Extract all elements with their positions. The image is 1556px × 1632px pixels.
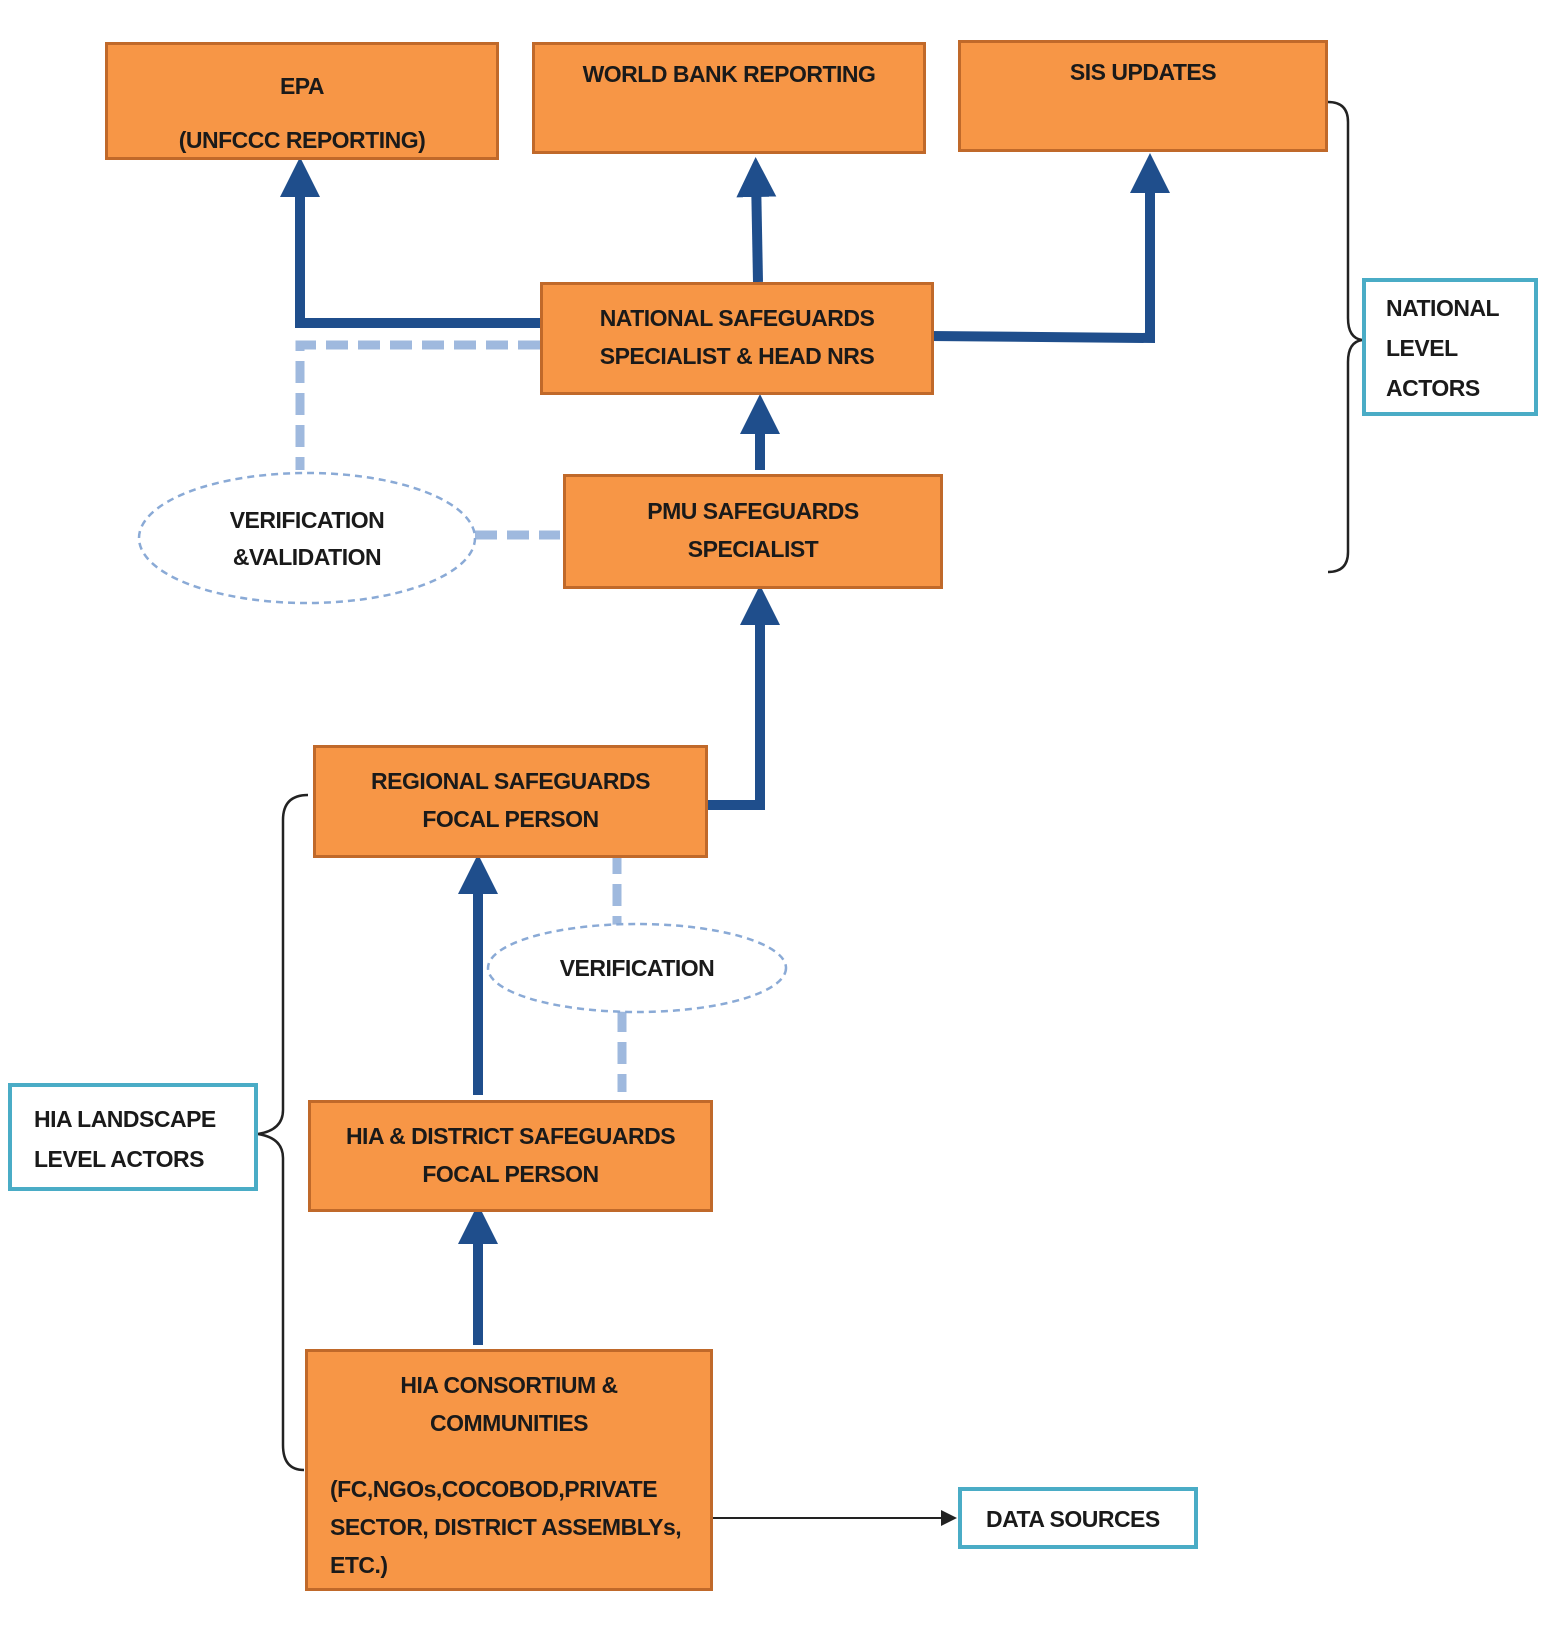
national-level-line-3: ACTORS [1386,375,1480,401]
consortium-members-line-3: ETC.) [330,1552,388,1578]
arrow-national-to-epa [280,157,540,328]
verification-validation-line-2: &VALIDATION [232,544,382,570]
data-sources-label: DATA SOURCES [986,1506,1160,1532]
hia-district-safeguards-box: HIA & DISTRICT SAFEGUARDS FOCAL PERSON [308,1100,713,1212]
sis-updates-box: SIS UPDATES [958,40,1328,152]
national-level-brace [1327,100,1363,574]
arrow-national-to-sis [929,153,1170,344]
epa-sub-label: (UNFCCC REPORTING) [178,127,426,153]
hia-consortium-box: HIA CONSORTIUM & COMMUNITIES (FC,NGOs,CO… [305,1349,713,1591]
hia-landscape-line-2: LEVEL ACTORS [34,1146,204,1172]
national-level-actors-callout: NATIONAL LEVEL ACTORS [1362,278,1538,416]
consortium-label-1: HIA CONSORTIUM & [400,1372,618,1398]
national-safeguards-box: NATIONAL SAFEGUARDS SPECIALIST & HEAD NR… [540,282,934,395]
sis-updates-label: SIS UPDATES [1069,59,1217,85]
verification-label: VERIFICATION [507,950,767,987]
hia-district-label-2: FOCAL PERSON [422,1161,599,1187]
regional-safeguards-label-1: REGIONAL SAFEGUARDS [371,768,650,794]
hia-landscape-actors-callout: HIA LANDSCAPE LEVEL ACTORS [8,1083,258,1191]
verification-validation-line-1: VERIFICATION [229,507,385,533]
epa-box: EPA (UNFCCC REPORTING) [105,42,499,160]
verification-line-1: VERIFICATION [559,955,715,981]
dashed-link-national-to-validation [295,340,540,470]
national-safeguards-label-2: SPECIALIST & HEAD NRS [599,343,875,369]
world-bank-label: WORLD BANK REPORTING [582,61,876,87]
regional-safeguards-box: REGIONAL SAFEGUARDS FOCAL PERSON [313,745,708,858]
pmu-safeguards-label-1: PMU SAFEGUARDS [647,498,859,524]
pmu-safeguards-label-2: SPECIALIST [687,536,819,562]
consortium-members-line-1: (FC,NGOs,COCOBOD,PRIVATE [330,1476,658,1502]
hia-district-label-1: HIA & DISTRICT SAFEGUARDS [345,1123,676,1149]
national-level-line-1: NATIONAL [1386,295,1500,321]
data-sources-callout: DATA SOURCES [958,1487,1198,1549]
hia-landscape-brace [257,793,309,1472]
hia-landscape-line-1: HIA LANDSCAPE [34,1106,216,1132]
verification-validation-label: VERIFICATION &VALIDATION [187,502,427,576]
consortium-members: (FC,NGOs,COCOBOD,PRIVATE SECTOR, DISTRIC… [308,1470,710,1584]
arrow-national-to-worldbank [736,157,777,283]
consortium-label-2: COMMUNITIES [429,1410,589,1436]
arrow-regional-to-pmu [705,585,780,810]
consortium-members-line-2: SECTOR, DISTRICT ASSEMBLYs, [330,1514,682,1540]
pmu-safeguards-box: PMU SAFEGUARDS SPECIALIST [563,474,943,589]
world-bank-box: WORLD BANK REPORTING [532,42,926,154]
national-safeguards-label-1: NATIONAL SAFEGUARDS [599,305,875,331]
national-level-line-2: LEVEL [1386,335,1458,361]
regional-safeguards-label-2: FOCAL PERSON [422,806,599,832]
verification-oval [486,922,788,1014]
epa-label: EPA [279,73,325,99]
verification-validation-oval [137,471,477,605]
